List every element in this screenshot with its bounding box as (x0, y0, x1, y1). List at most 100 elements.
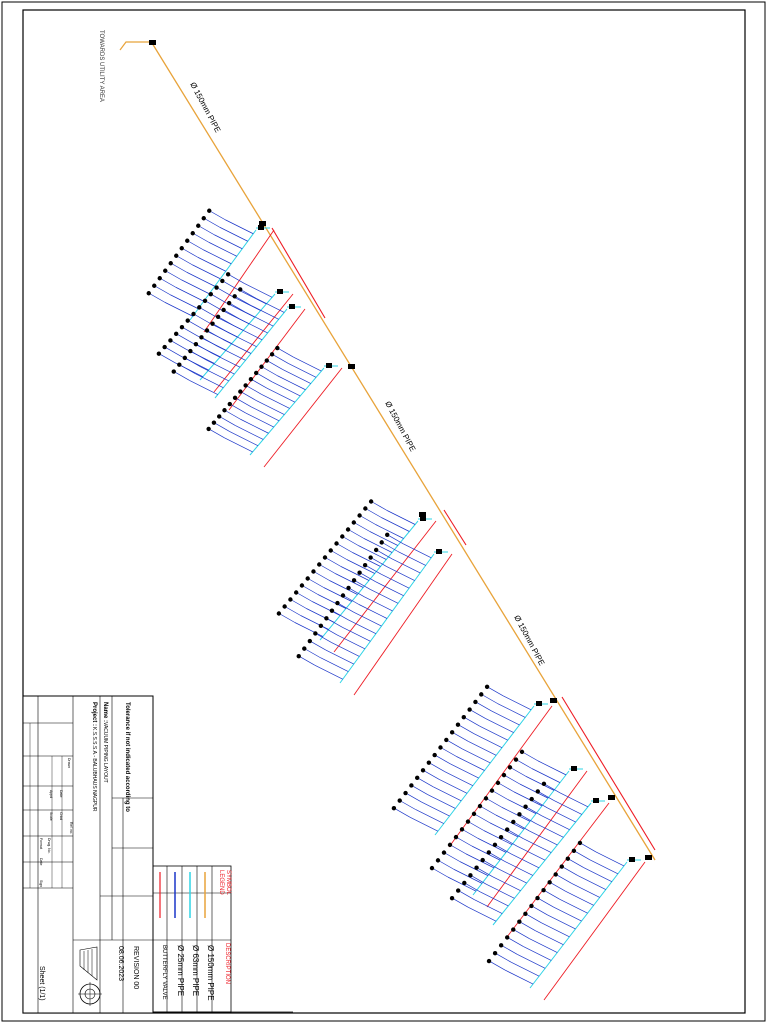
outlet-icon (455, 888, 461, 893)
outlet-icon (465, 819, 471, 824)
drop-pipe-25mm (225, 310, 240, 320)
outlet-icon (345, 527, 351, 532)
drop-pipe-25mm (335, 573, 364, 588)
outlet-icon (185, 318, 190, 323)
outlet-icon (529, 796, 534, 802)
drop-pipe-25mm (507, 799, 537, 814)
outlet-icon (486, 850, 492, 855)
drop-pipe-25mm (372, 558, 387, 567)
branch-red-line (353, 553, 453, 696)
branch-red-line (203, 229, 275, 333)
drop-pipe-25mm (150, 293, 165, 303)
drop-pipe-25mm (273, 355, 289, 364)
drop-pipe-25mm (451, 845, 467, 855)
title-block: Tolerance if not indicated according to … (22, 695, 293, 1014)
drop-pipe-25mm (565, 890, 594, 906)
drop-pipe-25mm (340, 566, 370, 581)
piping-layout (146, 42, 656, 1001)
drop-pipe-25mm (195, 314, 210, 324)
drop-pipe-25mm (355, 523, 370, 532)
outlet-icon (541, 781, 547, 787)
drop-pipe-25mm (521, 815, 536, 824)
drop-pipe-25mm (501, 807, 531, 822)
name-label: Name : (102, 702, 108, 722)
drop-pipe-25mm (200, 366, 230, 382)
outlet-icon (259, 364, 264, 369)
drop-pipe-25mm (479, 725, 508, 741)
outlet-icon (346, 585, 351, 591)
drop-pipe-25mm (292, 600, 307, 609)
outlet-icon (511, 927, 516, 932)
outlet-icon (486, 958, 492, 964)
drop-pipe-25mm (250, 304, 279, 320)
drop-pipe-25mm (492, 876, 521, 892)
outlet-icon (480, 857, 485, 863)
drop-pipe-25mm (504, 969, 534, 985)
drop-pipe-25mm (386, 566, 415, 581)
drop-pipe-25mm (477, 702, 492, 712)
drop-pipe-25mm (338, 544, 353, 553)
drop-pipe-25mm (240, 418, 269, 434)
drop-pipe-25mm (261, 394, 290, 409)
outlet-icon (565, 856, 571, 861)
drop-pipe-25mm (172, 263, 187, 273)
outlet-icon (322, 555, 328, 560)
drop-pipe-25mm (490, 853, 505, 862)
drop-pipe-25mm (286, 607, 301, 616)
drop-pipe-25mm (347, 619, 377, 634)
drop-pipe-25mm (583, 867, 613, 883)
outlet-icon (505, 935, 510, 940)
outlet-icon (305, 576, 310, 581)
main-valve-icon (348, 364, 355, 369)
legend-desc-25: Ø 25mm PIPE (176, 945, 185, 996)
outlet-icon (222, 408, 227, 413)
outlet-icon (517, 919, 522, 924)
drop-pipe-25mm (480, 891, 509, 907)
drop-pipe-25mm (389, 535, 404, 545)
drop-pipe-25mm (478, 868, 493, 877)
drop-pipe-25mm (160, 354, 176, 363)
drop-pipe-25mm (453, 869, 483, 884)
outlet-icon (232, 294, 237, 299)
field-appd: Appd (49, 790, 53, 798)
outlet-icon (157, 276, 162, 281)
outlet-icon (196, 223, 201, 228)
main-valve-icon (259, 221, 266, 226)
drop-pipe-25mm (533, 906, 548, 916)
outlet-icon (179, 325, 185, 330)
legend-desc-150: Ø 150mm PIPE (206, 945, 215, 1001)
drop-pipe-25mm (407, 793, 422, 803)
branch-valve-icon (277, 289, 283, 294)
drop-pipe-25mm (230, 303, 246, 313)
field-date: Date (59, 790, 63, 797)
outlet-icon (483, 796, 489, 801)
outlet-icon (248, 376, 254, 382)
drop-pipe-25mm (515, 930, 530, 939)
outlet-icon (226, 300, 232, 306)
drop-pipe-25mm (235, 425, 264, 440)
outlet-icon (254, 370, 259, 376)
drop-pipe-25mm (186, 271, 215, 287)
drop-pipe-25mm (489, 822, 519, 838)
drop-pipe-25mm (375, 524, 404, 539)
outlet-icon (211, 420, 217, 425)
outlet-icon (403, 790, 408, 796)
drop-pipe-25mm (321, 565, 336, 574)
outlet-icon (288, 597, 293, 602)
branch-valve-icon (571, 766, 577, 771)
drop-pipe-25mm (471, 845, 501, 861)
outlet-icon (317, 562, 322, 567)
outlet-icon (426, 760, 432, 765)
outlet-icon (441, 850, 447, 855)
outlet-icon (577, 840, 583, 846)
field-ref-no: Ref. no. (69, 822, 73, 834)
drop-pipe-25mm (487, 799, 503, 808)
drop-pipe-25mm (465, 853, 495, 869)
outlet-icon (204, 328, 210, 333)
outlet-icon (373, 547, 379, 553)
drop-pipe-25mm (350, 588, 365, 598)
outlet-icon (163, 268, 168, 273)
outlet-icon (529, 903, 534, 909)
drop-pipe-25mm (325, 649, 354, 665)
outlet-icon (479, 692, 484, 697)
